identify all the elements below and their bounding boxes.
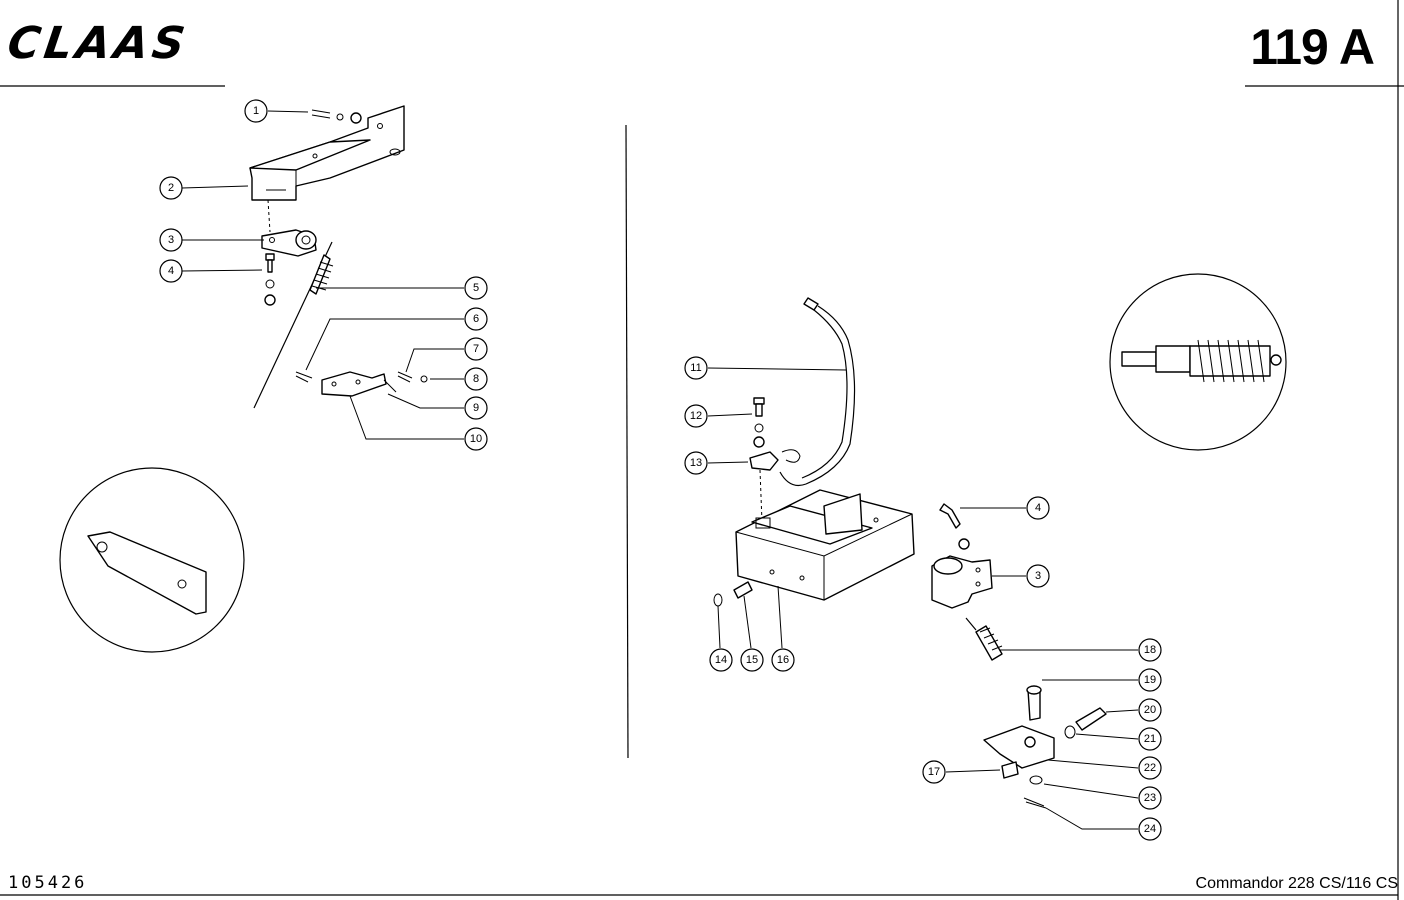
bracket-22: [983, 725, 1055, 769]
callout-4: 4: [159, 259, 183, 283]
clamp-13: [749, 449, 801, 471]
lever-10: [295, 371, 428, 397]
callout-3: 3: [159, 228, 183, 252]
callout-22-label: 22: [1144, 762, 1156, 774]
callout-13: 13: [684, 451, 708, 475]
cotter-pin-24: [1023, 797, 1047, 809]
callout-1: 1: [244, 99, 268, 123]
detail-circle-right: [1109, 273, 1287, 451]
callout-1-label: 1: [253, 105, 259, 117]
callout-3b: 3: [1026, 564, 1050, 588]
callout-11-label: 11: [690, 362, 701, 374]
switch-3b: [931, 555, 993, 609]
callout-21-label: 21: [1144, 733, 1156, 745]
spring-5: [253, 241, 334, 409]
page-number: 119 A: [1250, 19, 1375, 75]
callout-17: 17: [922, 760, 946, 784]
callout-9-label: 9: [473, 402, 479, 414]
callout-19-label: 19: [1144, 674, 1156, 686]
callout-2: 2: [159, 176, 183, 200]
screw-15: [733, 581, 753, 599]
washer-23: [1029, 775, 1043, 785]
callout-21: 21: [1138, 727, 1162, 751]
callout-12-label: 12: [690, 410, 702, 422]
callout-3-label: 3: [168, 234, 174, 246]
callout-9: 9: [464, 396, 488, 420]
callout-4b-label: 4: [1035, 502, 1041, 514]
bracket-2: [249, 105, 405, 201]
bolt-4b: [939, 503, 970, 550]
callout-10: 10: [464, 427, 488, 451]
screw-1: [311, 109, 362, 124]
callout-20-label: 20: [1144, 704, 1156, 716]
callout-8-label: 8: [473, 373, 479, 385]
callout-7-label: 7: [473, 343, 479, 355]
callout-18-label: 18: [1144, 644, 1156, 656]
callout-22: 22: [1138, 756, 1162, 780]
box-16: [735, 489, 915, 601]
detail-circle-left: [59, 467, 245, 653]
pin-19: [1026, 685, 1042, 721]
bolt-4: [264, 253, 276, 306]
callout-6-label: 6: [473, 313, 479, 325]
callout-19: 19: [1138, 668, 1162, 692]
callout-16: 16: [771, 648, 795, 672]
callout-20: 20: [1138, 698, 1162, 722]
callout-4b: 4: [1026, 496, 1050, 520]
callout-14-label: 14: [715, 654, 727, 666]
washer-21: [1064, 725, 1076, 739]
model-name: Commandor 228 CS/116 CS: [1195, 875, 1398, 892]
callout-17-label: 17: [928, 766, 940, 778]
assembly-axis-1: [267, 199, 271, 233]
callout-24-label: 24: [1144, 823, 1156, 835]
callout-11: 11: [684, 356, 708, 380]
callout-4-label: 4: [168, 265, 174, 277]
callout-5: 5: [464, 276, 488, 300]
callout-6: 6: [464, 307, 488, 331]
callout-2-label: 2: [168, 182, 174, 194]
callout-15-label: 15: [746, 654, 758, 666]
callout-5-label: 5: [473, 282, 479, 294]
callout-24: 24: [1138, 817, 1162, 841]
callout-7: 7: [464, 337, 488, 361]
switch-3: [261, 229, 317, 257]
callout-13-label: 13: [690, 457, 702, 469]
washer-14: [713, 593, 723, 607]
spring-18: [965, 617, 1003, 661]
callout-10-label: 10: [470, 433, 482, 445]
callout-8: 8: [464, 367, 488, 391]
callout-18: 18: [1138, 638, 1162, 662]
callout-23: 23: [1138, 786, 1162, 810]
callout-16-label: 16: [777, 654, 789, 666]
callout-3b-label: 3: [1035, 570, 1041, 582]
callout-15: 15: [740, 648, 764, 672]
document-number: 105426: [8, 873, 88, 893]
assembly-axis-2: [759, 469, 763, 523]
nut-17: [1001, 761, 1019, 779]
center-divider: [625, 124, 629, 759]
callout-14: 14: [709, 648, 733, 672]
cable-11: [779, 297, 856, 487]
bolt-12: [753, 397, 765, 448]
callout-23-label: 23: [1144, 792, 1156, 804]
callout-12: 12: [684, 404, 708, 428]
leader-lines: [181, 110, 1139, 830]
bolt-20: [1075, 707, 1107, 731]
